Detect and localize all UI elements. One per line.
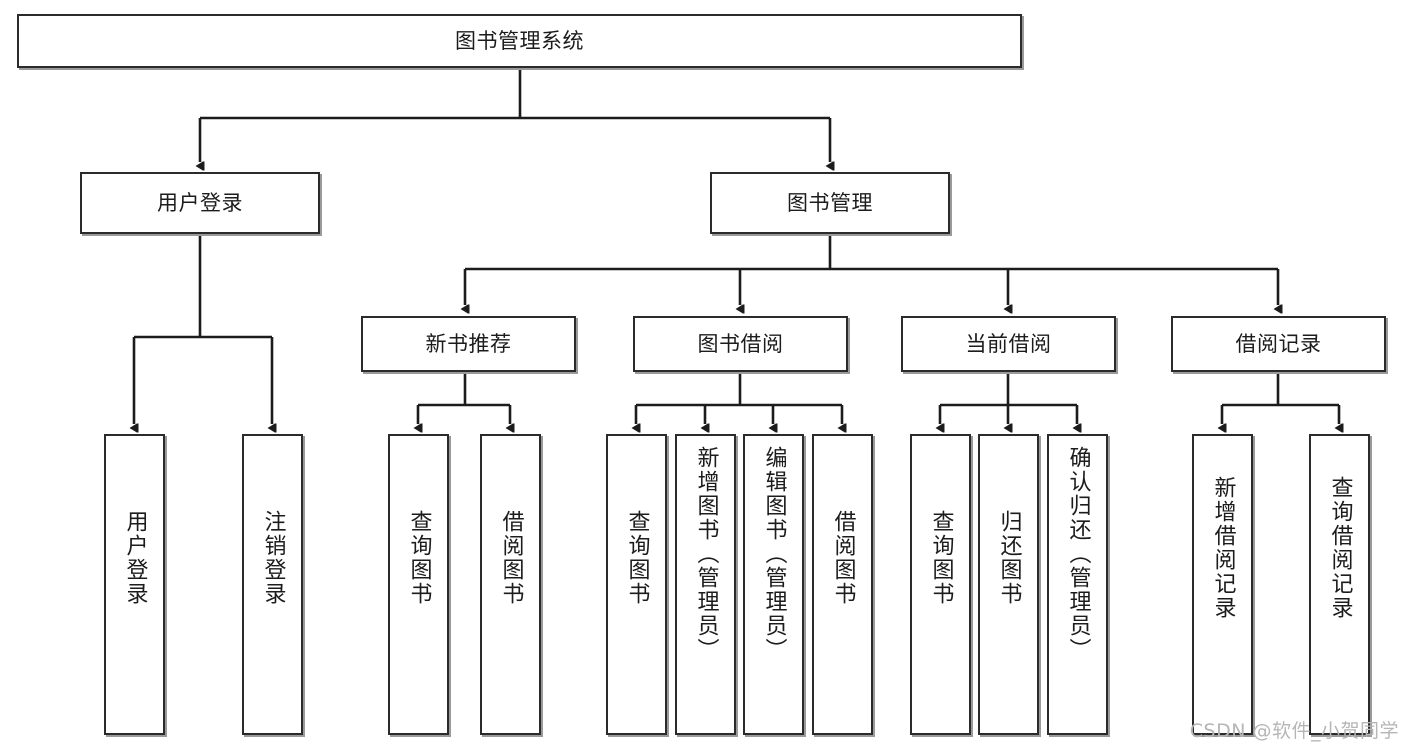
node-borrow-record-label: 借阅记录 [1235,331,1322,356]
node-leaf-logout-label: 注销登录 [260,510,286,606]
node-current-borrow[interactable]: 当前借阅 [901,316,1116,372]
node-leaf-add-book-label: 新增图书（管理员） [693,446,719,662]
node-book-borrow[interactable]: 图书借阅 [633,316,848,372]
node-leaf-return-book-label: 归还图书 [996,510,1022,606]
node-user-login-label: 用户登录 [157,190,243,215]
node-borrow-record[interactable]: 借阅记录 [1171,316,1386,372]
node-leaf-borrow-book-1[interactable]: 借阅图书 [480,434,541,735]
node-leaf-borrow-book-2-label: 借阅图书 [830,510,856,606]
node-leaf-user-login-label: 用户登录 [122,510,148,606]
node-leaf-query-record[interactable]: 查询借阅记录 [1309,434,1370,735]
node-user-login[interactable]: 用户登录 [80,172,320,234]
node-leaf-add-record-label: 新增借阅记录 [1210,476,1236,620]
node-book-borrow-label: 图书借阅 [697,331,784,356]
node-root-label: 图书管理系统 [455,28,584,53]
node-leaf-add-book[interactable]: 新增图书（管理员） [675,434,736,735]
node-leaf-add-record[interactable]: 新增借阅记录 [1192,434,1253,735]
node-leaf-query-book-1-label: 查询图书 [406,510,432,606]
node-book-manage-label: 图书管理 [787,190,873,215]
node-leaf-edit-book-label: 编辑图书（管理员） [761,446,787,662]
node-leaf-query-book-3[interactable]: 查询图书 [910,434,971,735]
node-current-borrow-label: 当前借阅 [965,331,1052,356]
node-leaf-user-login[interactable]: 用户登录 [104,434,165,735]
node-root[interactable]: 图书管理系统 [17,14,1022,68]
node-leaf-return-book[interactable]: 归还图书 [978,434,1039,735]
node-leaf-edit-book[interactable]: 编辑图书（管理员） [743,434,804,735]
node-leaf-borrow-book-2[interactable]: 借阅图书 [812,434,873,735]
node-book-manage[interactable]: 图书管理 [710,172,950,234]
node-leaf-confirm-return-label: 确认归还（管理员） [1065,446,1091,662]
node-leaf-query-book-3-label: 查询图书 [928,510,954,606]
node-leaf-query-record-label: 查询借阅记录 [1327,476,1353,620]
node-leaf-confirm-return[interactable]: 确认归还（管理员） [1047,434,1108,735]
node-leaf-query-book-2[interactable]: 查询图书 [606,434,667,735]
node-leaf-logout[interactable]: 注销登录 [242,434,303,735]
node-leaf-borrow-book-1-label: 借阅图书 [498,510,524,606]
node-new-book-recommend-label: 新书推荐 [425,331,512,356]
node-leaf-query-book-2-label: 查询图书 [624,510,650,606]
node-new-book-recommend[interactable]: 新书推荐 [361,316,576,372]
node-leaf-query-book-1[interactable]: 查询图书 [388,434,449,735]
